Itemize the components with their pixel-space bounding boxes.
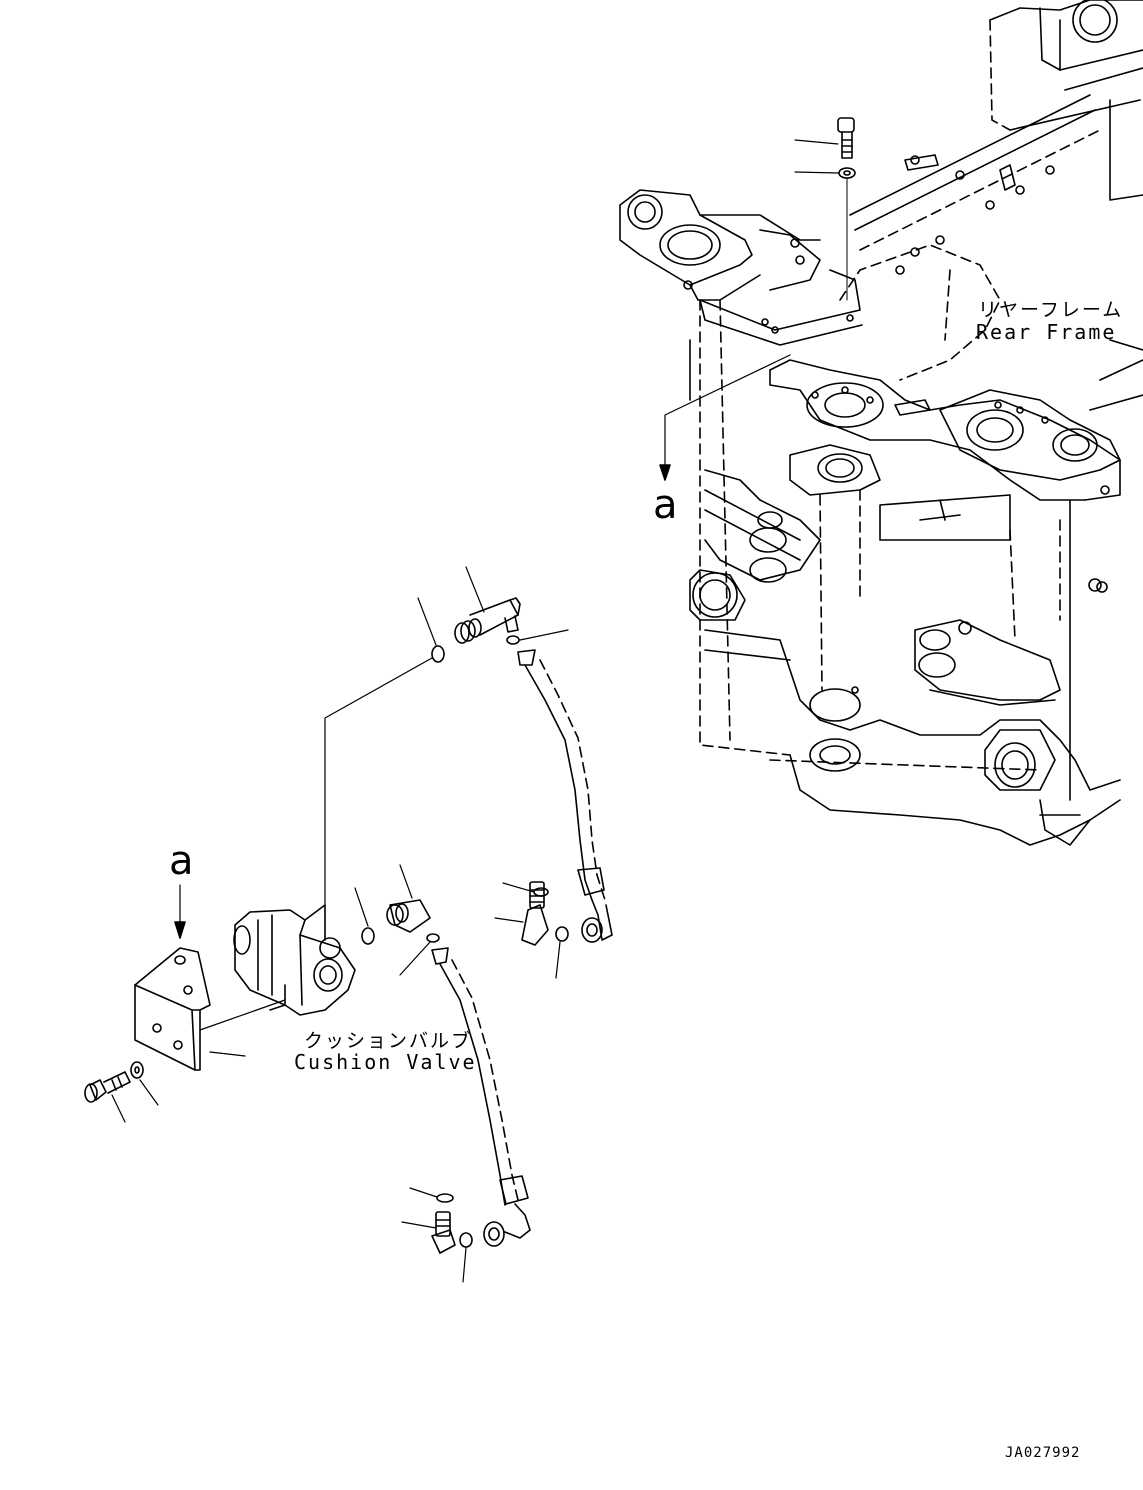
rear-frame-label-en: Rear Frame — [976, 320, 1117, 344]
view-arrow-top — [659, 354, 791, 481]
rear-frame-label-jp: リヤーフレーム — [978, 299, 1124, 321]
view-marker-bottom: a — [169, 838, 194, 884]
view-marker-top: a — [653, 482, 678, 528]
drawing-code: JA027992 — [1005, 1445, 1081, 1461]
cushion-valve-label-en: Cushion Valve — [294, 1050, 477, 1074]
frame-bolt-drawing — [794, 117, 856, 301]
rear-frame-drawing — [619, 0, 1143, 846]
cushion-valve-drawing — [84, 566, 613, 1283]
cushion-valve-label-jp: クッションバルブ — [304, 1030, 473, 1052]
